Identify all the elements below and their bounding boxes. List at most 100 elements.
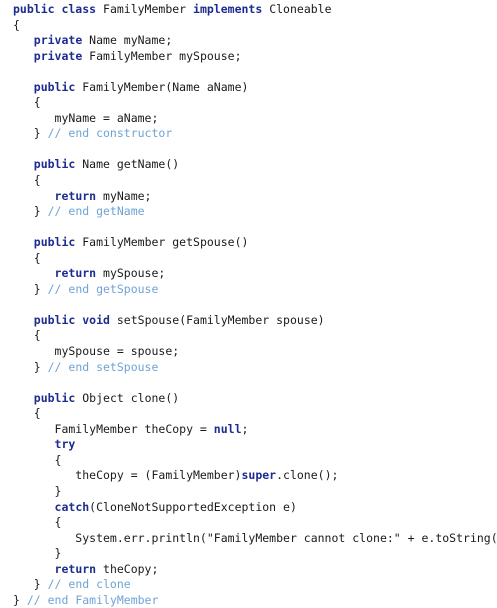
code-text: myName; <box>96 188 152 203</box>
code-keyword: return <box>54 188 97 203</box>
code-text: (CloneNotSupportedException e) <box>89 499 297 514</box>
code-text: } <box>13 126 48 141</box>
code-line: { <box>13 251 497 267</box>
code-keyword: public void <box>33 312 110 327</box>
code-text <box>13 500 55 514</box>
code-line: catch(CloneNotSupportedException e) <box>13 500 497 516</box>
code-keyword: return <box>54 561 97 576</box>
code-text <box>13 49 34 63</box>
code-text <box>13 313 34 327</box>
code-text: FamilyMember(Name aName) <box>75 79 249 94</box>
code-comment: // end FamilyMember <box>26 592 159 607</box>
code-keyword: return <box>54 266 97 281</box>
code-line: try <box>13 437 497 453</box>
code-line: } // end clone <box>13 577 497 593</box>
code-keyword: public <box>33 235 76 250</box>
code-keyword: public <box>33 79 76 94</box>
code-line: public FamilyMember getSpouse() <box>13 235 497 251</box>
code-text: } <box>13 546 62 561</box>
code-text <box>13 80 34 94</box>
code-keyword: private <box>33 33 83 48</box>
code-text: } <box>13 577 48 592</box>
code-keyword: private <box>33 48 83 63</box>
code-line: public Name getName() <box>13 157 497 173</box>
code-line <box>13 142 497 158</box>
code-line: return mySpouse; <box>13 266 497 282</box>
code-comment: // end getName <box>47 204 145 219</box>
code-text <box>13 437 55 451</box>
code-text: } <box>13 592 27 607</box>
code-text: { <box>13 515 62 530</box>
code-text: FamilyMember theCopy = <box>13 421 214 436</box>
code-line: { <box>13 406 497 422</box>
code-text: FamilyMember mySpouse; <box>82 48 242 63</box>
code-text: theCopy; <box>96 561 159 576</box>
code-line: } // end FamilyMember <box>13 593 497 608</box>
code-text: } <box>13 359 48 374</box>
code-keyword: public class <box>13 2 97 16</box>
code-text <box>13 157 34 171</box>
code-text: FamilyMember getSpouse() <box>75 235 249 250</box>
code-text <box>13 391 34 405</box>
code-line <box>13 297 497 313</box>
code-line: System.err.println("FamilyMember cannot … <box>13 531 497 547</box>
code-line <box>13 375 497 391</box>
code-line: } // end constructor <box>13 126 497 142</box>
code-text: Name getName() <box>75 157 180 172</box>
code-text: setSpouse(FamilyMember spouse) <box>109 312 325 327</box>
code-text <box>13 189 55 203</box>
code-line: } // end setSpouse <box>13 360 497 376</box>
code-line: { <box>13 453 497 469</box>
code-keyword: super <box>241 468 277 483</box>
code-text: theCopy = (FamilyMember) <box>13 468 242 483</box>
code-text: System.err.println("FamilyMember cannot … <box>13 530 497 545</box>
code-keyword: catch <box>54 499 90 514</box>
code-line: } // end getName <box>13 204 497 220</box>
code-line: public FamilyMember(Name aName) <box>13 80 497 96</box>
code-line: { <box>13 18 497 34</box>
code-text: Object clone() <box>75 390 180 405</box>
code-text: { <box>13 250 41 265</box>
code-keyword: public <box>33 390 76 405</box>
code-text: ; <box>241 421 249 436</box>
code-line: FamilyMember theCopy = null; <box>13 422 497 438</box>
code-line: { <box>13 328 497 344</box>
code-text: { <box>13 95 41 110</box>
code-text <box>13 562 55 576</box>
code-line: { <box>13 95 497 111</box>
code-keyword: public <box>33 157 76 172</box>
code-line <box>13 64 497 80</box>
code-text: } <box>13 281 48 296</box>
code-comment: // end clone <box>47 577 131 592</box>
code-text: { <box>13 17 20 32</box>
code-line: { <box>13 515 497 531</box>
code-text <box>13 266 55 280</box>
code-text: mySpouse = spouse; <box>13 344 180 359</box>
code-text <box>13 235 34 249</box>
code-text: FamilyMember <box>96 2 194 16</box>
code-keyword: null <box>213 421 242 436</box>
code-text: { <box>13 452 62 467</box>
code-line: private Name myName; <box>13 33 497 49</box>
code-line: private FamilyMember mySpouse; <box>13 49 497 65</box>
code-comment: // end setSpouse <box>47 359 159 374</box>
code-line: } <box>13 484 497 500</box>
code-line: } <box>13 546 497 562</box>
code-text: Cloneable <box>262 2 332 16</box>
code-line: myName = aName; <box>13 111 497 127</box>
code-comment: // end constructor <box>47 126 173 141</box>
code-text: } <box>13 483 62 498</box>
code-text: } <box>13 204 48 219</box>
code-text <box>13 33 34 47</box>
code-line: return theCopy; <box>13 562 497 578</box>
code-line <box>13 220 497 236</box>
code-keyword: try <box>54 437 76 452</box>
code-text: mySpouse; <box>96 266 166 281</box>
code-line: return myName; <box>13 189 497 205</box>
code-listing: public class FamilyMember implements Clo… <box>13 2 497 608</box>
code-keyword: implements <box>193 2 263 16</box>
code-text: { <box>13 328 41 343</box>
code-line: public class FamilyMember implements Clo… <box>13 2 497 18</box>
code-text: Name myName; <box>82 33 173 48</box>
code-line: public Object clone() <box>13 391 497 407</box>
